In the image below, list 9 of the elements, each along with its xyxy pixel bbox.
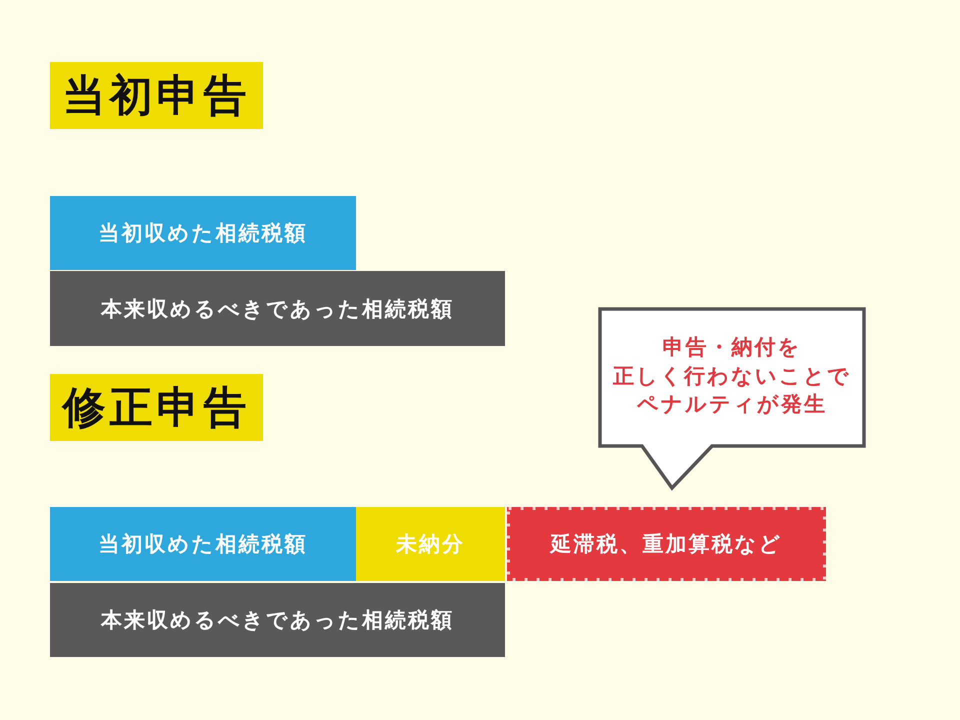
bar-segment: 当初収めた相続税額 <box>50 507 356 581</box>
heading-box: 修正申告 <box>50 374 263 441</box>
bar-segment: 本来収めるべきであった相続税額 <box>50 271 505 346</box>
bar-segment: 延滞税、重加算税など <box>507 507 826 581</box>
bar-segment: 当初収めた相続税額 <box>50 196 356 270</box>
speech-bubble: 申告・納付を正しく行わないことでペナルティが発生 <box>597 306 867 491</box>
bar-segment: 未納分 <box>356 507 505 581</box>
heading-box: 当初申告 <box>50 62 263 129</box>
bar-segment: 本来収めるべきであった相続税額 <box>50 583 505 657</box>
